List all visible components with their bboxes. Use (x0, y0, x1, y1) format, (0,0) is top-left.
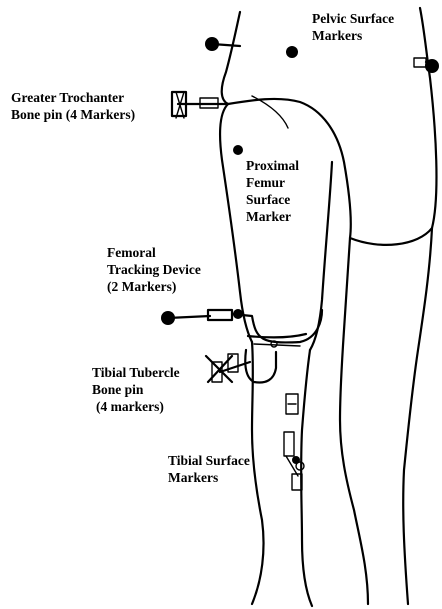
far-leg-outline (340, 238, 368, 604)
pelvic-surface-markers-label: Pelvic Surface Markers (312, 10, 394, 44)
label-line: Greater Trochanter (11, 89, 135, 106)
tibial-tubercle-bone-pin-label: Tibial Tubercle Bone pin (4 markers) (92, 364, 180, 415)
proximal-femur-marker-label: Proximal Femur Surface Marker (246, 157, 299, 225)
label-line: Bone pin (92, 381, 180, 398)
tibial-surface-markers-label: Tibial Surface Markers (168, 452, 250, 486)
label-line: Proximal (246, 157, 299, 174)
label-line: Tracking Device (107, 261, 201, 278)
femoral-tracking-device-label: Femoral Tracking Device (2 Markers) (107, 244, 201, 295)
label-line: Tibial Surface (168, 452, 250, 469)
label-line: (2 Markers) (107, 278, 201, 295)
label-line: Tibial Tubercle (92, 364, 180, 381)
greater-trochanter-label: Greater Trochanter Bone pin (4 Markers) (11, 89, 135, 123)
label-line: Surface (246, 191, 299, 208)
label-line: Femur (246, 174, 299, 191)
label-line: Markers (168, 469, 250, 486)
label-line: Markers (312, 27, 394, 44)
label-line: Femoral (107, 244, 201, 261)
label-line: Bone pin (4 Markers) (11, 106, 135, 123)
label-line: Marker (246, 208, 299, 225)
label-line: (4 markers) (92, 398, 180, 415)
label-line: Pelvic Surface (312, 10, 394, 27)
